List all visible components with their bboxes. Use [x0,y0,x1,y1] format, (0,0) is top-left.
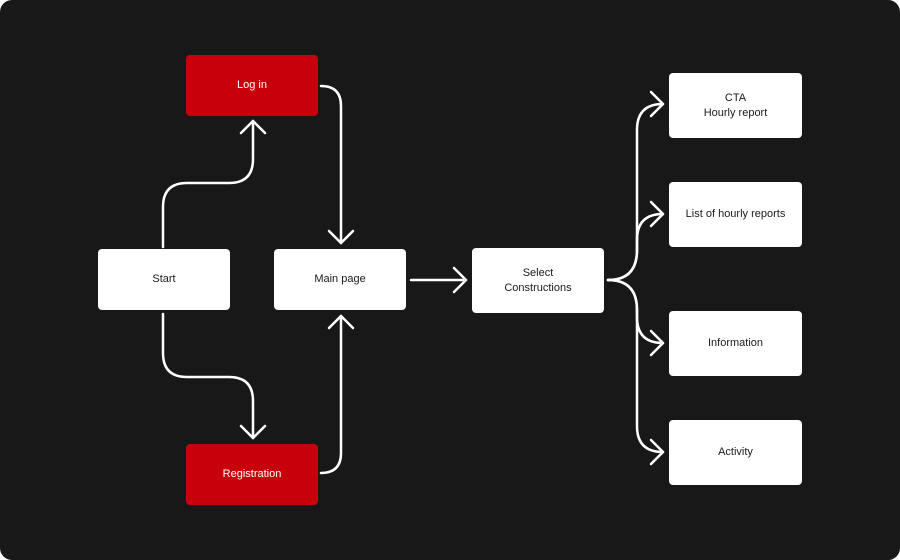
node-start[interactable]: Start [98,249,230,310]
arrowhead-registration [239,424,267,440]
node-information-label: Information [707,337,764,349]
node-registration[interactable]: Registration [186,444,318,505]
node-select-constructions[interactable]: Select Constructions [472,248,604,313]
node-start-label: Start [152,273,176,285]
node-select-constructions-label: Select Constructions [504,266,572,294]
connector-start-to-login [161,119,255,249]
connector-start-to-registration [161,312,255,440]
arrowhead-main-bottom [327,314,355,330]
connector-select-to-activity [606,278,665,454]
connector-login-to-main [319,84,343,245]
connector-select-to-cta [606,102,665,282]
arrowhead-main-top [327,229,355,245]
arrowhead-information [649,329,665,357]
node-activity-label: Activity [718,446,753,458]
connector-registration-to-main [319,314,343,475]
node-main-page-label: Main page [314,273,366,285]
arrowhead-cta [649,90,665,118]
node-login[interactable]: Log in [186,55,318,116]
node-list-hourly-reports-label: List of hourly reports [685,208,786,220]
node-login-label: Log in [237,79,267,91]
node-main-page[interactable]: Main page [274,249,406,310]
node-information[interactable]: Information [669,311,802,376]
node-list-hourly-reports[interactable]: List of hourly reports [669,182,802,247]
arrowhead-list [649,200,665,228]
node-cta-hourly-report-label: CTA Hourly report [703,91,768,119]
node-cta-hourly-report[interactable]: CTA Hourly report [669,73,802,138]
arrowhead-login [239,119,267,135]
node-registration-label: Registration [222,468,282,480]
node-activity[interactable]: Activity [669,420,802,485]
connector-select-to-list [606,212,665,282]
arrowhead-select [452,266,468,294]
arrowhead-activity [649,438,665,466]
